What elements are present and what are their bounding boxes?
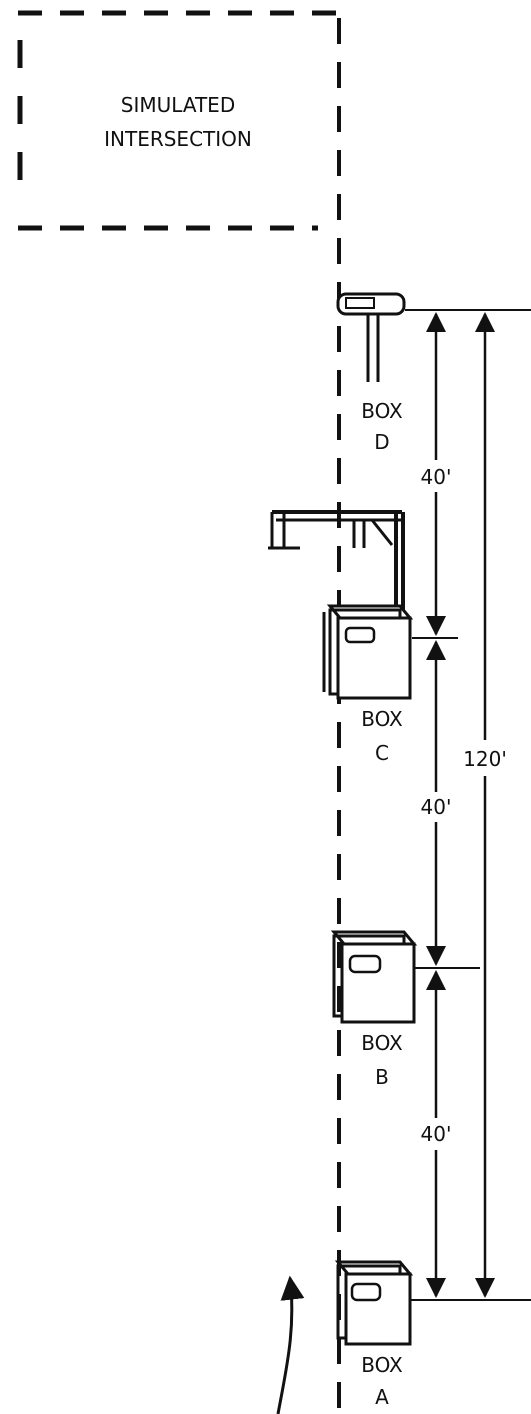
box-c [322, 604, 414, 700]
box-b-label-word: BOX [361, 1031, 403, 1055]
dimension-label-total: 120' [463, 747, 507, 771]
simulated-intersection-outline [17, 10, 338, 231]
overhead-mast-arm [268, 510, 405, 612]
box-b-label-letter: B [375, 1065, 389, 1089]
box-a-label-word: BOX [361, 1353, 403, 1377]
box-d-label-letter: D [374, 430, 389, 454]
travel-direction-arrow [276, 1275, 305, 1414]
box-a [334, 1260, 414, 1346]
box-d-label-word: BOX [361, 399, 403, 423]
box-d-signal [336, 292, 406, 382]
dimension-label-dc: 40' [421, 465, 452, 489]
intersection-label-line2: INTERSECTION [104, 127, 252, 151]
extension-lines [405, 309, 531, 1301]
dimension-label-ba: 40' [421, 1122, 452, 1146]
box-c-label-letter: C [375, 741, 389, 765]
intersection-label-line1: SIMULATED [121, 93, 235, 117]
box-a-label-letter: A [375, 1385, 389, 1409]
box-c-label-word: BOX [361, 707, 403, 731]
box-b [330, 930, 418, 1024]
dimension-label-cb: 40' [421, 795, 452, 819]
